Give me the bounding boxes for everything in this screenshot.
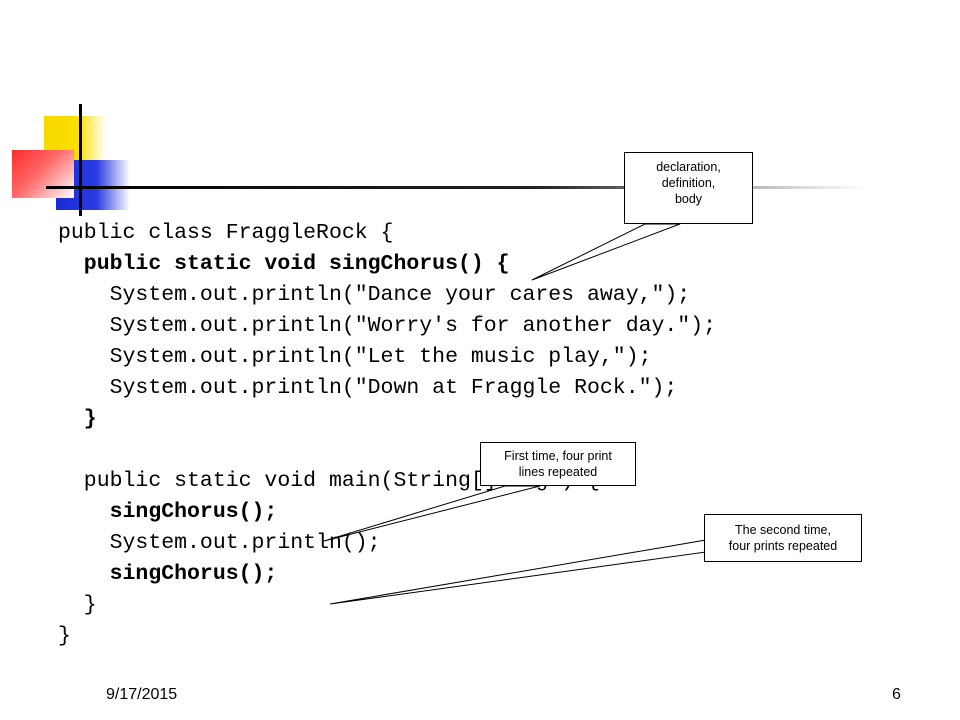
second-call-callout-line-1: The second time, — [735, 523, 831, 537]
code-line-main-close: } — [58, 593, 97, 617]
decorative-red-square — [12, 150, 74, 198]
declaration-callout-line-1: declaration, — [656, 160, 721, 174]
second-call-callout-pointer — [329, 539, 707, 605]
slide-number: 6 — [892, 686, 901, 703]
first-call-callout-pointer — [323, 485, 541, 542]
code-line-second-call: singChorus(); — [58, 562, 278, 586]
declaration-callout-line-2: definition, — [661, 176, 716, 190]
declaration-callout-pointer — [531, 223, 681, 281]
declaration-callout: declaration, definition, body — [624, 152, 753, 224]
code-line-class-header: public class FraggleRock { — [58, 221, 394, 245]
first-call-callout-line-2: lines repeated — [518, 465, 598, 479]
second-call-callout-line-2: four prints repeated — [728, 539, 838, 553]
first-call-callout-line-1: First time, four print — [504, 449, 612, 463]
title-divider-line — [46, 186, 866, 189]
declaration-callout-line-3: body — [674, 192, 703, 206]
code-line-println-empty: System.out.println(); — [58, 531, 381, 555]
second-call-callout: The second time, four prints repeated — [704, 514, 862, 562]
code-line-singchorus-close: } — [58, 407, 97, 431]
code-line-print-2: System.out.println("Worry's for another … — [58, 314, 717, 338]
code-line-print-1: System.out.println("Dance your cares awa… — [58, 283, 691, 307]
footer-date: 9/17/2015 — [106, 686, 178, 703]
code-line-print-4: System.out.println("Down at Fraggle Rock… — [58, 376, 678, 400]
code-line-class-close: } — [58, 624, 71, 648]
code-line-print-3: System.out.println("Let the music play,"… — [58, 345, 652, 369]
code-line-first-call: singChorus(); — [58, 500, 278, 524]
first-call-callout: First time, four print lines repeated — [480, 442, 636, 486]
code-line-singchorus-signature: public static void singChorus() { — [58, 252, 510, 276]
code-listing: public class FraggleRock { public static… — [58, 218, 716, 652]
decorative-vertical-line — [79, 104, 82, 216]
